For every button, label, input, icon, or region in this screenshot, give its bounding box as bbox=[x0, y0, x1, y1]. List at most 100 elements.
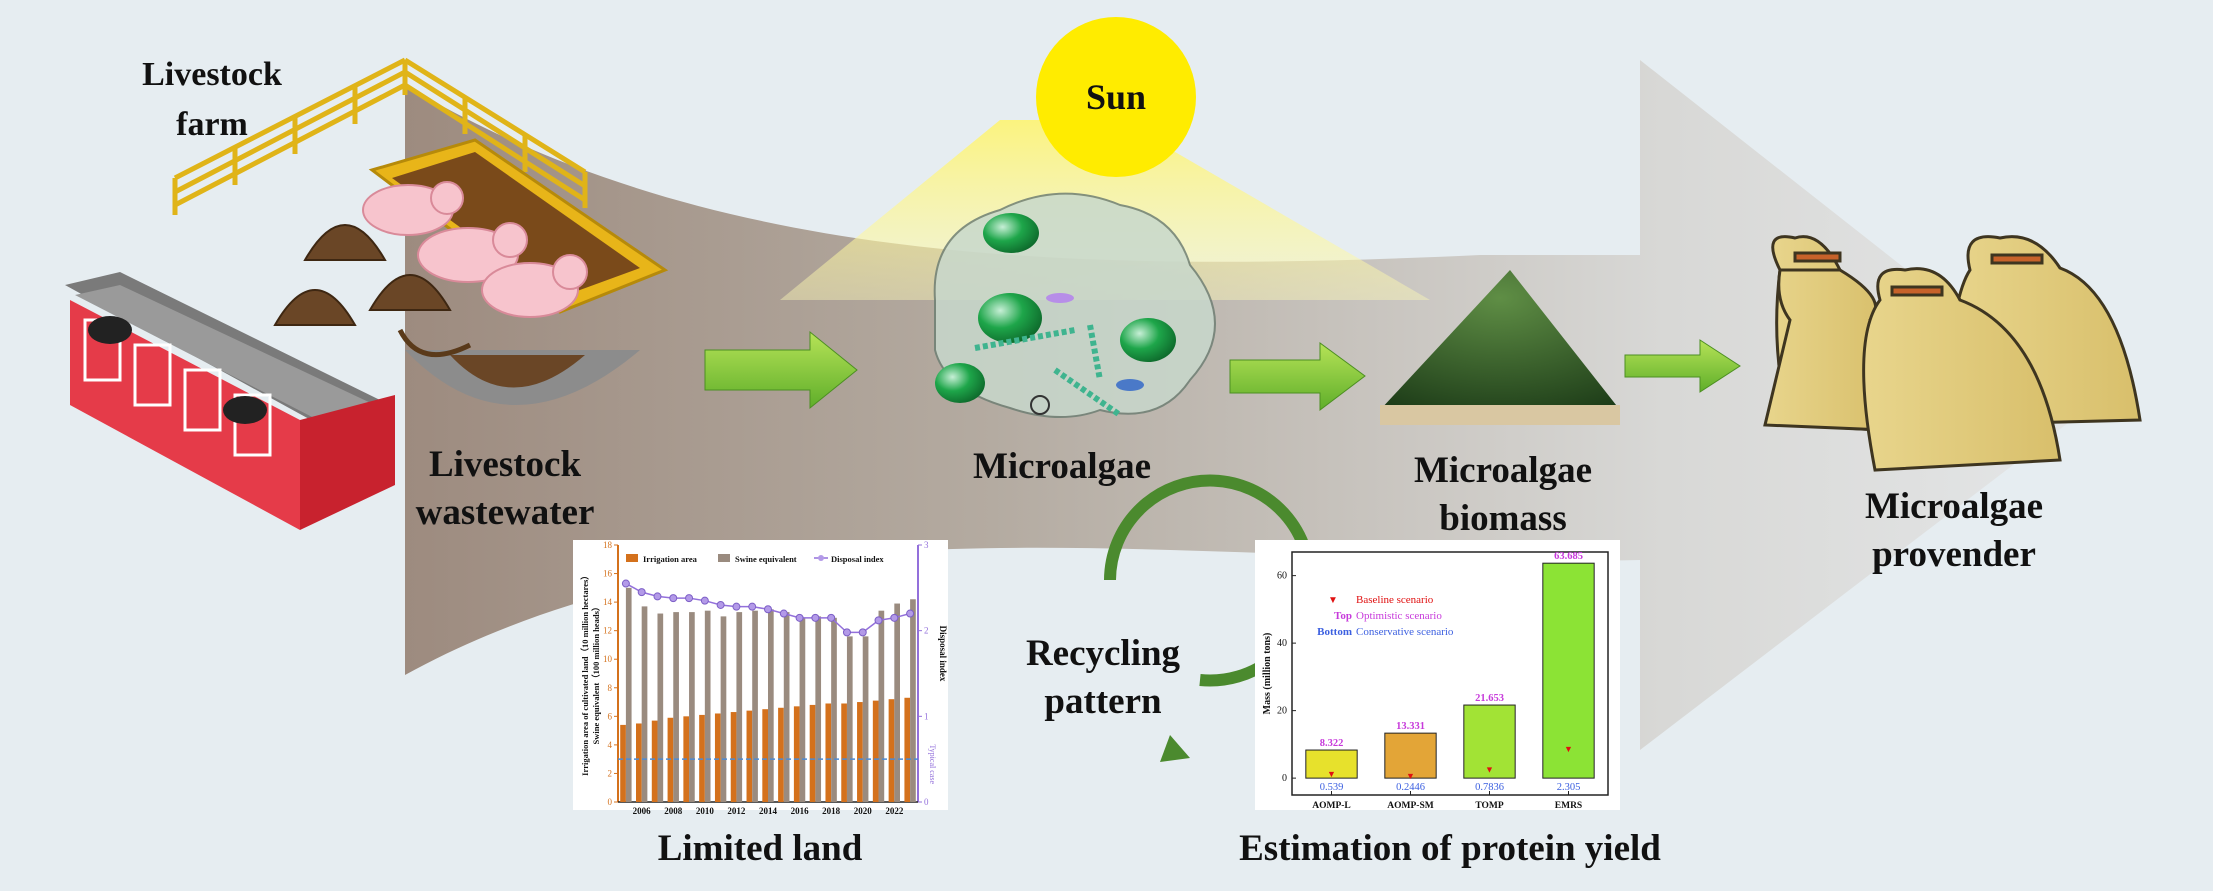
left-tick-label: 18 bbox=[603, 540, 613, 550]
fence-icon bbox=[172, 57, 588, 215]
y-tick-label: 0 bbox=[1282, 773, 1287, 784]
disposal-point bbox=[858, 628, 867, 637]
swine-bar bbox=[673, 612, 679, 802]
x-tick-label: AOMP-SM bbox=[1387, 801, 1433, 811]
label-microalgae-biomass-2: biomass bbox=[1439, 498, 1566, 539]
label-livestock-farm-2: farm bbox=[176, 106, 248, 143]
right-tick-label: 0 bbox=[924, 797, 929, 807]
process-flow-band bbox=[405, 60, 2085, 750]
chart-protein-yield: 02040608.3220.539▼AOMP-L13.3310.2446▼AOM… bbox=[1255, 540, 1620, 811]
swine-bar bbox=[783, 612, 790, 802]
swine-bar bbox=[815, 616, 822, 802]
irrigation-bar bbox=[825, 703, 832, 802]
right-axis-label: Disposal index bbox=[938, 626, 948, 682]
legend-label: Optimistic scenario bbox=[1356, 610, 1442, 622]
right-tick-label: 2 bbox=[924, 626, 929, 636]
provender-sack-icon bbox=[1763, 235, 2142, 472]
irrigation-bar bbox=[730, 712, 737, 802]
left-tick-label: 2 bbox=[608, 768, 613, 778]
left-tick-label: 16 bbox=[603, 569, 613, 579]
disposal-point bbox=[890, 613, 899, 622]
x-tick-label: AOMP-L bbox=[1312, 801, 1351, 811]
disposal-point bbox=[653, 592, 662, 601]
x-tick-label: 2020 bbox=[854, 806, 873, 816]
disposal-point bbox=[621, 579, 630, 588]
x-tick-label: 2018 bbox=[822, 806, 841, 816]
irrigation-bar bbox=[888, 699, 895, 802]
barn-icon bbox=[65, 272, 395, 530]
pig-icon bbox=[362, 181, 588, 318]
irrigation-bar bbox=[714, 713, 721, 802]
disposal-point bbox=[874, 616, 883, 625]
disposal-point bbox=[637, 588, 646, 597]
bottom-value-label: 0.539 bbox=[1320, 782, 1344, 793]
label-microalgae-biomass-1: Microalgae bbox=[1414, 450, 1592, 491]
disposal-point bbox=[779, 609, 788, 618]
irrigation-bar bbox=[651, 720, 658, 802]
sun-icon bbox=[1036, 17, 1196, 177]
swine-bar bbox=[910, 599, 916, 802]
label-livestock-farm-1: Livestock bbox=[142, 56, 282, 93]
y-tick-label: 40 bbox=[1277, 638, 1287, 649]
baseline-marker: ▼ bbox=[1564, 744, 1573, 754]
swine-bar bbox=[752, 610, 758, 802]
swine-bar bbox=[641, 606, 648, 802]
legend-prefix: Top bbox=[1334, 610, 1352, 622]
label-microalgae: Microalgae bbox=[973, 446, 1151, 487]
legend-label: Baseline scenario bbox=[1356, 594, 1434, 606]
x-tick-label: 2008 bbox=[664, 806, 683, 816]
left-tick-label: 8 bbox=[608, 683, 613, 693]
irrigation-bar bbox=[620, 724, 626, 802]
label-livestock-wastewater-2: wastewater bbox=[416, 492, 595, 533]
yield-bar bbox=[1305, 749, 1358, 779]
right-tick-label: 1 bbox=[924, 711, 929, 721]
disposal-point bbox=[669, 594, 678, 603]
top-value-label: 63.685 bbox=[1554, 551, 1583, 562]
bottom-value-label: 2.305 bbox=[1557, 782, 1581, 793]
label-limited-land: Limited land bbox=[658, 828, 863, 869]
disposal-point bbox=[795, 613, 804, 622]
swine-bar bbox=[846, 636, 853, 802]
legend-label: Swine equivalent bbox=[735, 554, 797, 564]
swine-bar bbox=[862, 636, 869, 802]
disposal-point bbox=[748, 602, 757, 611]
microalgae-cell-icon bbox=[933, 192, 1216, 418]
disposal-point bbox=[685, 594, 694, 603]
y-axis-label: Mass (million tons) bbox=[1262, 633, 1273, 715]
manure-icon bbox=[273, 224, 452, 326]
legend-swatch bbox=[818, 555, 824, 561]
top-value-label: 21.653 bbox=[1475, 693, 1504, 704]
plot-frame bbox=[1291, 551, 1609, 796]
x-tick-label: 2006 bbox=[633, 806, 652, 816]
x-tick-label: 2016 bbox=[791, 806, 810, 816]
legend-prefix: Bottom bbox=[1317, 626, 1352, 638]
disposal-point bbox=[827, 613, 836, 622]
label-livestock-wastewater-1: Livestock bbox=[429, 444, 582, 485]
legend-label: Disposal index bbox=[831, 554, 884, 564]
swine-bar bbox=[736, 612, 743, 802]
legend-label: Irrigation area bbox=[643, 554, 698, 564]
right-tick-label: 3 bbox=[924, 540, 929, 550]
swine-bar bbox=[625, 587, 632, 802]
left-tick-label: 10 bbox=[603, 654, 613, 664]
flow-arrow-icon bbox=[704, 330, 1741, 412]
yield-bar bbox=[1542, 562, 1595, 779]
irrigation-bar bbox=[778, 707, 784, 802]
x-tick-label: TOMP bbox=[1475, 801, 1504, 811]
irrigation-bar bbox=[762, 709, 768, 802]
disposal-point bbox=[906, 609, 915, 618]
swine-bar bbox=[799, 617, 806, 802]
irrigation-bar bbox=[636, 723, 642, 802]
typical-case-label: Typical case bbox=[928, 744, 937, 784]
label-estimation: Estimation of protein yield bbox=[1239, 828, 1661, 869]
yield-bar bbox=[1463, 704, 1516, 779]
baseline-marker: ▼ bbox=[1327, 769, 1336, 779]
irrigation-bar bbox=[809, 704, 816, 802]
left-tick-label: 14 bbox=[603, 597, 613, 607]
bottom-value-label: 0.2446 bbox=[1396, 782, 1425, 793]
label-recycling-pattern-1: Recycling bbox=[1026, 633, 1181, 674]
baseline-marker: ▼ bbox=[1485, 765, 1494, 775]
irrigation-bar bbox=[904, 697, 911, 802]
x-tick-label: EMRS bbox=[1555, 801, 1582, 811]
